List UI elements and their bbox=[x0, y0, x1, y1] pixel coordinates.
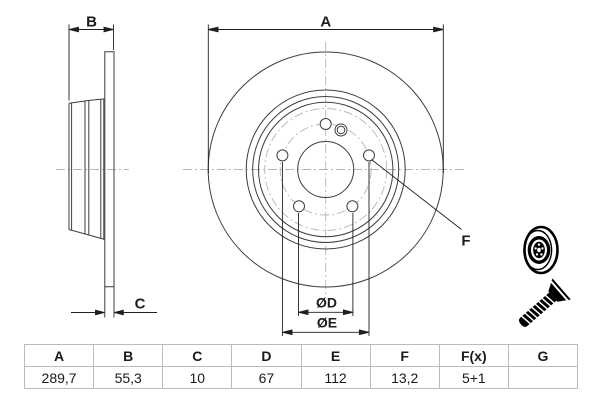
dim-label-diameter-e: ØE bbox=[317, 315, 337, 331]
spec-header-b: B bbox=[93, 344, 164, 367]
f-leader-line bbox=[371, 159, 462, 230]
hub-rim-circle-1 bbox=[252, 96, 400, 243]
hat-top-edge bbox=[68, 98, 105, 104]
spec-header-f: F bbox=[369, 344, 440, 367]
set-screw-hole-inner bbox=[336, 125, 346, 135]
dimension-c bbox=[71, 309, 157, 316]
spec-header-c: C bbox=[162, 344, 233, 367]
hat-bottom-edge bbox=[68, 229, 105, 240]
spec-header-d: D bbox=[231, 344, 302, 367]
friction-inner-circle bbox=[245, 89, 406, 250]
spec-value-d: 67 bbox=[231, 366, 302, 389]
spec-header-e: E bbox=[300, 344, 371, 367]
bolt-circle-centerline bbox=[279, 123, 372, 216]
brake-disc-icon bbox=[523, 225, 559, 275]
spec-value-g bbox=[507, 366, 579, 389]
bolt-hole-lower-right bbox=[346, 200, 359, 213]
dim-label-c: C bbox=[135, 296, 146, 313]
dim-label-f: F bbox=[461, 233, 470, 250]
dim-label-a: A bbox=[320, 14, 331, 31]
spec-table-value-row: 289,7 55,3 10 67 112 13,2 5+1 bbox=[23, 366, 579, 389]
spec-header-fx: F(x) bbox=[438, 344, 509, 367]
center-bore-circle bbox=[297, 141, 355, 198]
bolt-hole-top bbox=[319, 118, 332, 130]
spec-value-f: 13,2 bbox=[369, 366, 440, 389]
bolt-hole-lower-left bbox=[293, 200, 305, 213]
dimension-b bbox=[68, 24, 114, 101]
spec-header-g: G bbox=[507, 344, 579, 367]
spec-header-a: A bbox=[23, 344, 95, 367]
spec-value-b: 55,3 bbox=[93, 366, 164, 389]
spec-value-e: 112 bbox=[300, 366, 371, 389]
dim-label-diameter-d: ØD bbox=[316, 295, 337, 311]
hub-face-centerline-circle bbox=[264, 108, 388, 231]
dim-label-b: B bbox=[86, 14, 97, 31]
spec-table-header-row: A B C D E F F(x) G bbox=[23, 344, 579, 367]
bolt-hole-left bbox=[276, 149, 289, 162]
spec-value-c: 10 bbox=[162, 366, 233, 389]
bolt-hole-right bbox=[363, 149, 375, 162]
spec-value-a: 289,7 bbox=[23, 366, 95, 389]
side-view-section bbox=[68, 51, 115, 318]
countersunk-screw-icon bbox=[518, 278, 571, 327]
spec-table: A B C D E F F(x) G 289,7 55,3 10 67 112 … bbox=[23, 344, 579, 389]
dimension-d bbox=[298, 213, 354, 316]
dimension-a bbox=[207, 24, 444, 173]
centerlines bbox=[56, 42, 467, 297]
spec-value-fx: 5+1 bbox=[438, 366, 509, 389]
dimension-e bbox=[281, 162, 370, 336]
dimensions bbox=[68, 24, 462, 336]
hub-rim-circle-2 bbox=[258, 101, 394, 238]
